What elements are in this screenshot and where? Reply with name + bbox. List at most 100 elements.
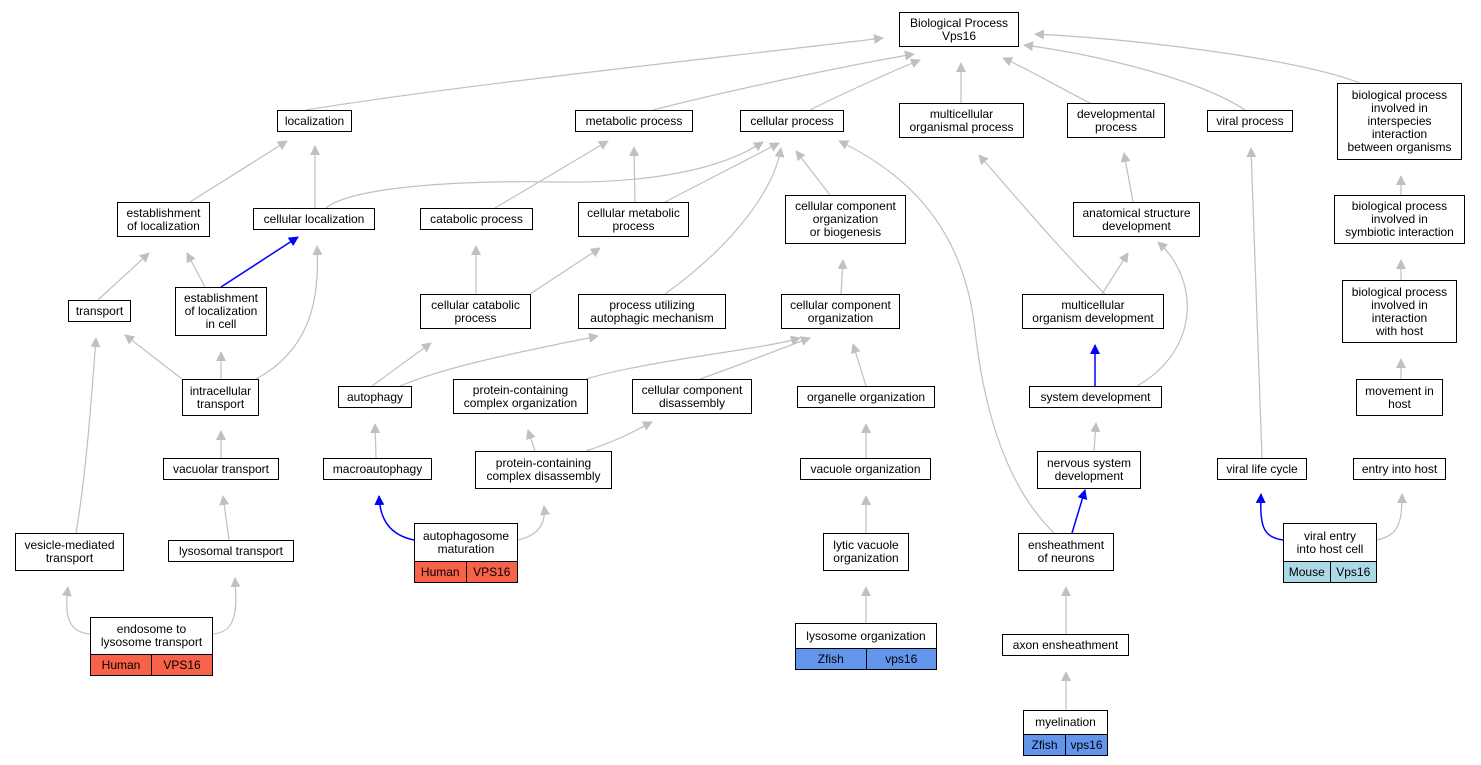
go-term-label: endosome to lysosome transport <box>100 622 203 649</box>
is-a-edge <box>75 337 101 534</box>
go-term-process-utilizing-autophagic[interactable]: process utilizing autophagic mechanism <box>578 294 726 329</box>
go-term-label: vacuolar transport <box>172 461 270 476</box>
go-term-label: transport <box>75 303 124 318</box>
go-term-system-development[interactable]: system development <box>1029 386 1162 408</box>
is-a-edge-highlighted <box>1071 489 1088 534</box>
go-term-axon-ensheathment[interactable]: axon ensheathment <box>1002 634 1129 656</box>
is-a-edge <box>494 140 609 209</box>
go-term-developmental-process[interactable]: developmental process <box>1067 103 1165 138</box>
go-term-label: autophagy <box>346 389 404 404</box>
go-term-cellular-component-org-biogenesis[interactable]: cellular component organization or bioge… <box>785 195 906 244</box>
go-term-nervous-system-development[interactable]: nervous system development <box>1037 451 1141 489</box>
is-a-edge <box>325 141 764 209</box>
go-term-label: metabolic process <box>585 113 683 128</box>
go-term-establishment-of-localization[interactable]: establishment of localization <box>117 202 210 237</box>
go-term-vacuolar-transport[interactable]: vacuolar transport <box>163 458 279 480</box>
go-term-vesicle-mediated-transport[interactable]: vesicle-mediated transport <box>15 533 124 571</box>
go-term-label: movement in host <box>1365 383 1434 411</box>
is-a-edge <box>1090 422 1101 452</box>
is-a-edge-highlighted <box>220 236 299 288</box>
is-a-edge <box>399 332 599 387</box>
go-term-label: localization <box>284 113 345 128</box>
go-term-label: vacuole organization <box>810 461 921 476</box>
is-a-edge <box>1034 29 1361 84</box>
go-term-cellular-catabolic-process[interactable]: cellular catabolic process <box>420 294 531 329</box>
go-term-label: protein-containing complex disassembly <box>486 456 601 483</box>
go-term-ensheathment-of-neurons[interactable]: ensheathment of neurons <box>1018 533 1114 571</box>
go-term-organelle-organization[interactable]: organelle organization <box>797 386 935 408</box>
go-term-bp-interaction-with-host[interactable]: biological process involved in interacti… <box>1342 280 1457 343</box>
go-term-label: cellular localization <box>263 211 365 226</box>
gene-tag: VPS16 <box>465 562 518 582</box>
go-term-label: viral life cycle <box>1226 461 1298 476</box>
go-term-establishment-of-localization-in-cell[interactable]: establishment of localization in cell <box>175 287 267 336</box>
is-a-edge <box>664 142 780 203</box>
gene-tag: Vps16 <box>1329 562 1377 582</box>
go-term-label: organelle organization <box>806 389 926 404</box>
go-term-protein-containing-complex-organization[interactable]: protein-containing complex organization <box>453 379 588 414</box>
go-term-protein-containing-complex-disassembly[interactable]: protein-containing complex disassembly <box>475 451 612 489</box>
go-term-label: autophagosome maturation <box>422 528 510 556</box>
go-term-cellular-component-organization[interactable]: cellular component organization <box>781 294 900 329</box>
is-a-edge <box>1136 241 1188 387</box>
go-term-label: system development <box>1040 389 1151 404</box>
go-term-label: developmental process <box>1076 106 1156 134</box>
go-term-cellular-metabolic-process[interactable]: cellular metabolic process <box>578 202 689 237</box>
go-term-cellular-localization[interactable]: cellular localization <box>253 208 375 230</box>
go-term-transport[interactable]: transport <box>68 300 131 322</box>
is-a-edge <box>1002 57 1091 104</box>
go-term-lytic-vacuole-organization[interactable]: lytic vacuole organization <box>823 533 909 571</box>
go-term-cellular-process[interactable]: cellular process <box>740 110 844 132</box>
species-gene-tags: Mouse Vps16 <box>1284 561 1376 582</box>
go-term-vacuole-organization[interactable]: vacuole organization <box>800 458 931 480</box>
go-term-movement-in-host[interactable]: movement in host <box>1356 379 1443 416</box>
go-term-viral-process[interactable]: viral process <box>1207 110 1293 132</box>
go-term-anatomical-structure-development[interactable]: anatomical structure development <box>1073 202 1200 237</box>
go-term-autophagy[interactable]: autophagy <box>338 386 412 408</box>
is-a-edge <box>189 140 288 203</box>
go-term-label: cellular component organization <box>790 297 891 325</box>
go-term-label: biological process involved in interspec… <box>1347 88 1452 154</box>
go-term-catabolic-process[interactable]: catabolic process <box>420 208 533 230</box>
is-a-edge <box>1120 152 1134 203</box>
go-term-intracellular-transport[interactable]: intracellular transport <box>182 379 259 416</box>
go-term-metabolic-process[interactable]: metabolic process <box>575 110 693 132</box>
go-term-localization[interactable]: localization <box>277 110 352 132</box>
go-term-label: catabolic process <box>430 211 523 226</box>
is-a-edge <box>255 245 323 380</box>
go-term-label: biological process involved in symbiotic… <box>1345 199 1454 239</box>
is-a-edge <box>1246 147 1263 459</box>
species-tag: Human <box>101 657 141 672</box>
go-term-multicellular-organismal-process[interactable]: multicellular organismal process <box>899 103 1024 138</box>
go-term-label: multicellular organism development <box>1032 297 1154 325</box>
go-term-multicellular-organism-development[interactable]: multicellular organism development <box>1022 294 1164 329</box>
go-term-label: protein-containing complex organization <box>463 382 578 410</box>
is-a-edge <box>305 34 884 111</box>
go-term-label: entry into host <box>1361 461 1438 476</box>
is-a-edge <box>850 343 867 387</box>
go-term-viral-life-cycle[interactable]: viral life cycle <box>1217 458 1307 480</box>
is-a-edge <box>837 259 848 295</box>
go-term-label: anatomical structure development <box>1082 205 1191 233</box>
is-a-edge <box>529 247 601 295</box>
species-tag: Zfish <box>817 651 844 666</box>
go-term-entry-into-host[interactable]: entry into host <box>1353 458 1446 480</box>
go-term-cellular-component-disassembly[interactable]: cellular component disassembly <box>632 379 752 414</box>
is-a-edge <box>517 505 551 541</box>
is-a-edge <box>809 58 921 111</box>
go-term-lysosomal-transport[interactable]: lysosomal transport <box>168 540 294 562</box>
species-tag: Mouse <box>1288 564 1325 579</box>
go-term-macroautophagy[interactable]: macroautophagy <box>323 458 432 480</box>
is-a-edge <box>186 252 206 288</box>
go-term-root[interactable]: Biological Process Vps16 <box>899 12 1019 47</box>
go-term-bp-interspecies[interactable]: biological process involved in interspec… <box>1337 83 1462 160</box>
go-term-bp-symbiotic[interactable]: biological process involved in symbiotic… <box>1334 195 1465 244</box>
go-term-label: axon ensheathment <box>1012 637 1119 652</box>
